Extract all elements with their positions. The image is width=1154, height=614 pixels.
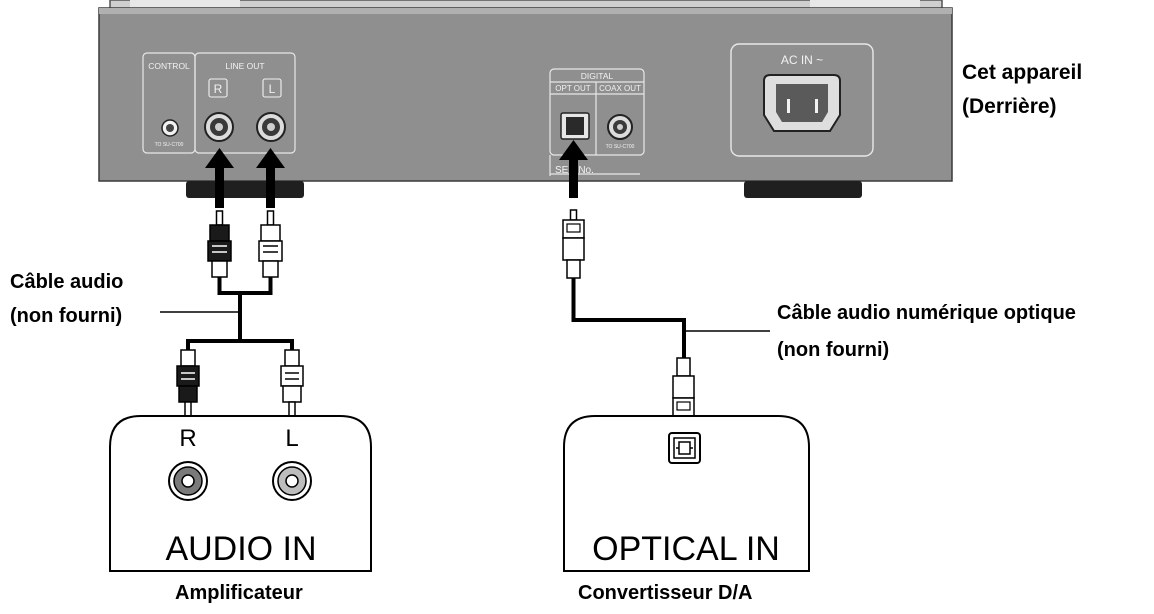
- arrow-up-optical: [559, 140, 588, 160]
- ac-in-label: AC IN ~: [781, 53, 823, 67]
- control-label: CONTROL: [148, 61, 190, 71]
- line-out-l-jack: [256, 112, 286, 142]
- rca-audio-cable: [160, 210, 304, 418]
- digital-panel-box: [549, 68, 645, 156]
- line-out-panel-box: [194, 52, 296, 154]
- control-to-su-label: TO SU-C700: [155, 142, 184, 148]
- device-back-panel: CONTROL LINE OUT R L TO SU-C700 DIGITAL …: [98, 0, 953, 198]
- amplifier-name: Amplificateur: [175, 582, 303, 604]
- l-badge-label: L: [269, 82, 276, 96]
- audio-in-label: AUDIO IN: [165, 530, 316, 568]
- amp-r-label: R: [179, 425, 196, 452]
- optical-cable-label-line1: Câble audio numérique optique: [777, 302, 1076, 324]
- rca-plug-top-r: [207, 210, 232, 278]
- r-badge-label: R: [214, 82, 223, 96]
- ac-in-panel-box: [730, 43, 874, 157]
- converter-name: Convertisseur D/A: [578, 582, 753, 604]
- amp-l-label: L: [285, 425, 298, 452]
- device-title-line2: (Derrière): [962, 95, 1057, 118]
- connection-arrows: [205, 140, 588, 208]
- rca-plug-bottom-r: [176, 349, 200, 418]
- opt-out-label: OPT OUT: [555, 84, 591, 93]
- arrow-up-r: [205, 148, 234, 168]
- coax-out-jack: [607, 114, 633, 140]
- amp-l-jack: [272, 461, 312, 501]
- amp-r-jack: [168, 461, 208, 501]
- rca-plug-bottom-l: [280, 349, 304, 418]
- device-foot-left: [186, 181, 304, 198]
- amplifier-box: R L AUDIO IN: [109, 415, 372, 572]
- coax-to-su-label: TO SU-C700: [606, 144, 635, 150]
- optical-cable: [562, 209, 770, 427]
- arrow-up-l: [256, 148, 285, 168]
- audio-cable-label-line2: (non fourni): [10, 305, 123, 327]
- optical-plug-top: [562, 209, 585, 279]
- device-title-line1: Cet appareil: [962, 61, 1083, 84]
- coax-out-label: COAX OUT: [599, 84, 641, 93]
- line-out-label: LINE OUT: [225, 61, 264, 71]
- audio-cable-label-line1: Câble audio: [10, 271, 124, 293]
- optical-in-label: OPTICAL IN: [592, 530, 780, 568]
- rca-plug-top-l: [258, 210, 283, 278]
- digital-label: DIGITAL: [581, 71, 614, 81]
- optical-cable-label-line2: (non fourni): [777, 339, 890, 361]
- l-badge-frame: [262, 78, 282, 98]
- r-badge-frame: [208, 78, 228, 98]
- device-foot-right: [744, 181, 862, 198]
- optical-in-port: [668, 432, 701, 464]
- converter-box: OPTICAL IN: [563, 415, 810, 572]
- line-out-r-jack: [204, 112, 234, 142]
